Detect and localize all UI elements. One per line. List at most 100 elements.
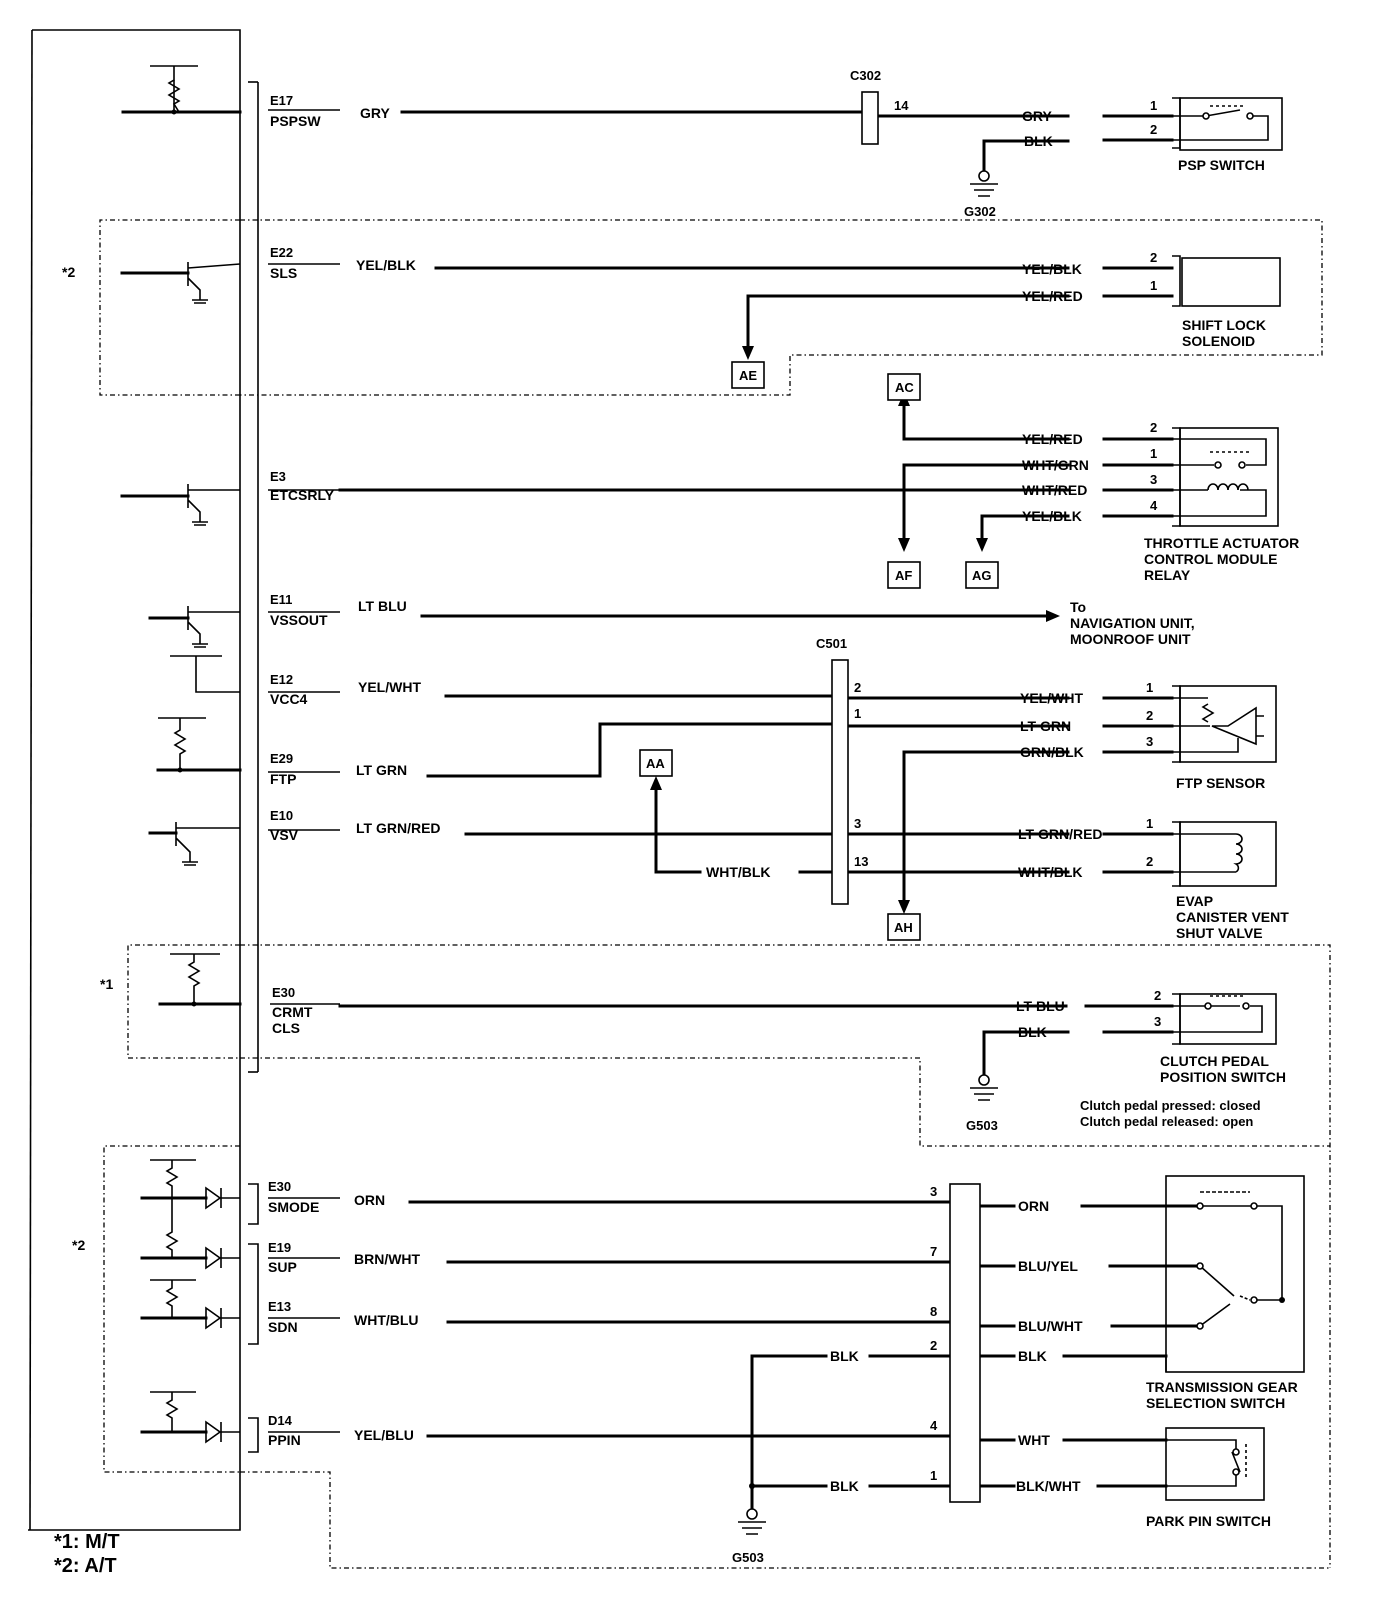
pin-d14-signal: PPIN — [268, 1432, 301, 1448]
psp-pin-2: 2 — [1150, 122, 1157, 137]
pin-d14-id: D14 — [268, 1413, 293, 1428]
psp-switch: PSP SWITCH — [1172, 97, 1283, 173]
c302-label: C302 — [850, 68, 881, 83]
pin-e10-signal: VSV — [270, 827, 299, 843]
psp-pin-1: 1 — [1150, 98, 1157, 113]
c501-label: C501 — [816, 636, 847, 651]
pin-e12-wire: YEL/WHT — [358, 679, 421, 695]
ftp-pin-3: 3 — [1146, 734, 1153, 749]
ecm-pin-labels: E17 PSPSW GRY E22 SLS YEL/BLK E3 ETCSRLY… — [268, 93, 441, 1448]
evap-label-1: EVAP — [1176, 893, 1213, 909]
wire-evap-whtblk: WHT/BLK — [1018, 864, 1083, 880]
right-wire-labels: GRY BLK YEL/BLK YEL/RED YEL/RED WHT/GRN … — [706, 108, 1103, 1494]
tac-label-3: RELAY — [1144, 567, 1191, 583]
marker-at-2: *2 — [72, 1237, 85, 1253]
clutch-note-2: Clutch pedal released: open — [1080, 1114, 1253, 1129]
pin-e19-id: E19 — [268, 1240, 291, 1255]
evap-valve: EVAP CANISTER VENT SHUT VALVE — [1172, 821, 1289, 941]
markers: *2 *1 *2 — [62, 264, 113, 1253]
legend-mt: *1: M/T — [54, 1531, 120, 1553]
wire-tac-whtgrn: WHT/GRN — [1022, 457, 1089, 473]
wire-ftp-yelwht: YEL/WHT — [1020, 690, 1083, 706]
pin-e12-signal: VCC4 — [270, 691, 308, 707]
evap-label-2: CANISTER VENT — [1176, 909, 1289, 925]
pin-e30-smode-wire: ORN — [354, 1192, 385, 1208]
clutch-label-2: POSITION SWITCH — [1160, 1069, 1286, 1085]
arrow-to-af — [898, 538, 910, 552]
pin-e22-signal: SLS — [270, 265, 297, 281]
evap-pin-1: 1 — [1146, 816, 1153, 831]
arrow-to-ag — [976, 538, 988, 552]
pin-e17-wire: GRY — [360, 105, 390, 121]
ref-ag: AG — [972, 568, 992, 583]
evap-pin-2: 2 — [1146, 854, 1153, 869]
c501-pin-3: 3 — [854, 816, 861, 831]
wire-clutch-ltblu: LT BLU — [1016, 998, 1065, 1014]
ref-ae: AE — [739, 368, 757, 383]
pin-e13-signal: SDN — [268, 1319, 298, 1335]
arrow-to-aa — [650, 776, 662, 790]
wire-clutch-blk: BLK — [1018, 1024, 1047, 1040]
ref-aa: AA — [646, 756, 665, 771]
trans-pin-4: 4 — [930, 1418, 938, 1433]
wire-evap-ltgrnred: LT GRN/RED — [1018, 826, 1103, 842]
tgs-label-2: SELECTION SWITCH — [1146, 1395, 1285, 1411]
wire-tac-whtred: WHT/RED — [1022, 482, 1087, 498]
shift-lock-solenoid: SHIFT LOCK SOLENOID — [1172, 255, 1281, 349]
marker-at-1: *2 — [62, 264, 75, 280]
pin-e30-smode-signal: SMODE — [268, 1199, 319, 1215]
connector-c302: C302 14 — [850, 68, 909, 145]
c501-pin-2: 2 — [854, 680, 861, 695]
wire-tg-blk: BLK — [1018, 1348, 1047, 1364]
ground-g503-trans-label: G503 — [732, 1550, 764, 1565]
pin-e11-wire: LT BLU — [358, 598, 407, 614]
transmission-gear-switch: TRANSMISSION GEAR SELECTION SWITCH — [1146, 1175, 1305, 1411]
dashed-regions — [99, 219, 1331, 1569]
evap-label-3: SHUT VALVE — [1176, 925, 1263, 941]
wire-tg-orn: ORN — [1018, 1198, 1049, 1214]
ref-af: AF — [895, 568, 912, 583]
wire-sls-yelred: YEL/RED — [1022, 288, 1083, 304]
throttle-actuator-relay: THROTTLE ACTUATOR CONTROL MODULE RELAY — [1144, 427, 1299, 583]
ftp-pin-1: 1 — [1146, 680, 1153, 695]
tac-pin-1: 1 — [1150, 446, 1157, 461]
pin-e19-wire: BRN/WHT — [354, 1251, 421, 1267]
tgs-label-1: TRANSMISSION GEAR — [1146, 1379, 1298, 1395]
ftp-sensor-label: FTP SENSOR — [1176, 775, 1265, 791]
wire-gnd-blk1: BLK — [830, 1348, 859, 1364]
tac-pin-4: 4 — [1150, 498, 1158, 513]
clutch-switch: CLUTCH PEDAL POSITION SWITCH Clutch peda… — [1080, 993, 1286, 1129]
clutch-pin-3: 3 — [1154, 1014, 1161, 1029]
clutch-label-1: CLUTCH PEDAL — [1160, 1053, 1269, 1069]
wire-pp-wht: WHT — [1018, 1432, 1050, 1448]
trans-pin-1: 1 — [930, 1468, 937, 1483]
wire-tac-yelblk: YEL/BLK — [1022, 508, 1082, 524]
psp-switch-label: PSP SWITCH — [1178, 157, 1265, 173]
wire-gnd-blk2: BLK — [830, 1478, 859, 1494]
connector-trans: 3 7 8 2 4 1 — [930, 1183, 981, 1503]
tac-pin-3: 3 — [1150, 472, 1157, 487]
pin-e17-signal: PSPSW — [270, 113, 321, 129]
pin-e29-id: E29 — [270, 751, 293, 766]
pin-d14-wire: YEL/BLU — [354, 1427, 414, 1443]
ftp-sensor: FTP SENSOR — [1172, 685, 1277, 791]
arrow-to-ah — [898, 900, 910, 914]
marker-mt: *1 — [100, 976, 113, 992]
ref-boxes: AE AC AF AG AA AH — [639, 361, 999, 941]
pin-e29-signal: FTP — [270, 771, 296, 787]
pin-e29-wire: LT GRN — [356, 762, 407, 778]
ground-g503-clutch: G503 — [966, 1074, 998, 1133]
ftp-pin-2: 2 — [1146, 708, 1153, 723]
ground-g302-label: G302 — [964, 204, 996, 219]
pin-e30-smode-id: E30 — [268, 1179, 291, 1194]
trans-pin-7: 7 — [930, 1244, 937, 1259]
c302-pin: 14 — [894, 98, 909, 113]
nav-note: To NAVIGATION UNIT, MOONROOF UNIT — [1070, 599, 1195, 647]
pin-e11-id: E11 — [270, 592, 292, 607]
clutch-note-1: Clutch pedal pressed: closed — [1080, 1098, 1261, 1113]
wire-tg-bluwht: BLU/WHT — [1018, 1318, 1083, 1334]
ground-g503-trans: G503 — [732, 1483, 766, 1565]
nav-note-2: NAVIGATION UNIT, — [1070, 615, 1195, 631]
trans-pin-2: 2 — [930, 1338, 937, 1353]
